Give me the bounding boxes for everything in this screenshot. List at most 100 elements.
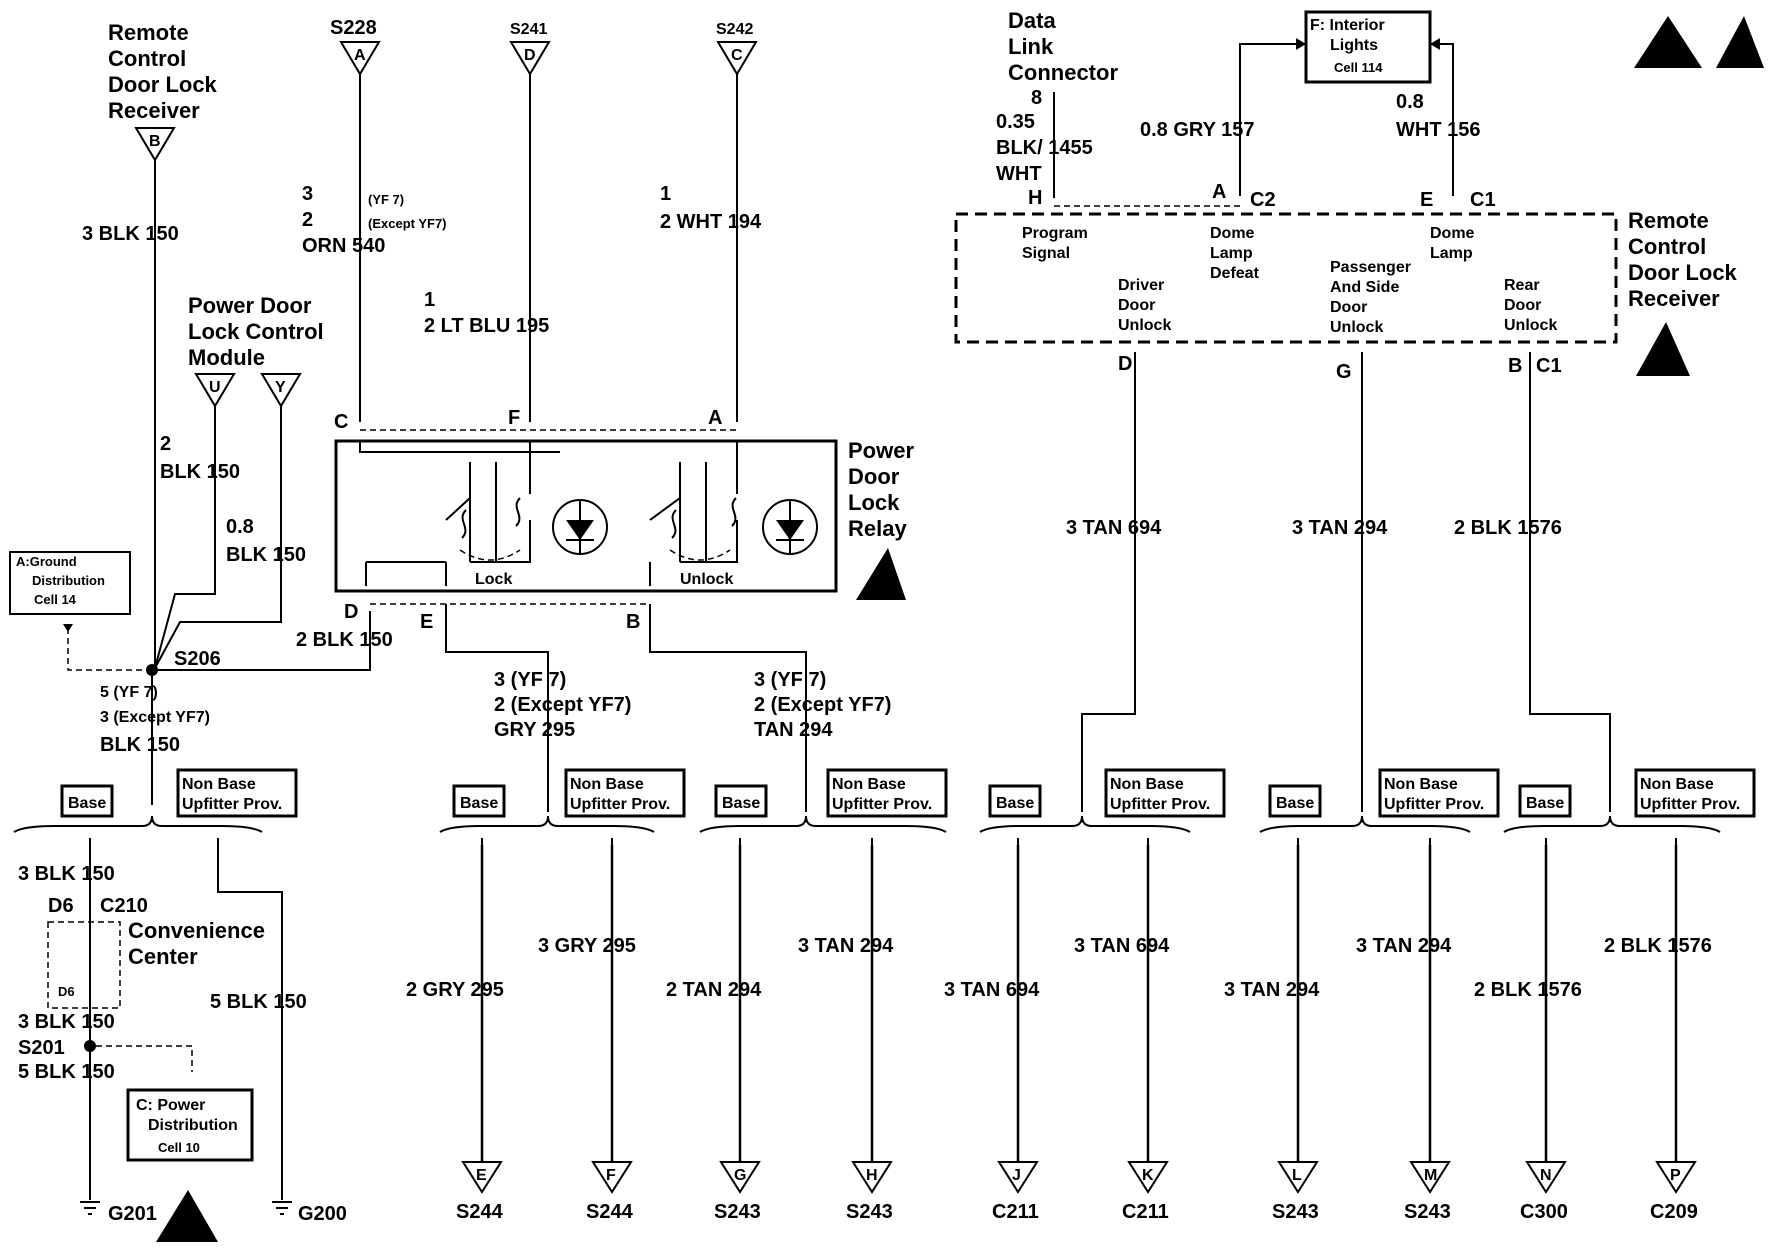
wire-pdlcm-u [154,406,216,669]
wire-label: 3 (YF 7) [494,669,566,691]
function-label: Unlock [1504,317,1557,334]
wire-label: 3 TAN 694 [1074,935,1170,957]
convenience-center-box [47,921,121,1009]
connector-triangle [339,41,381,76]
diode-icon [776,500,804,554]
relay-title: Relay [848,516,907,541]
wire-label: 3 TAN 294 [1292,517,1388,539]
coil-icon [461,509,467,539]
pin-label: D [1118,353,1132,375]
relay-pin-b: B [626,611,640,633]
relay-link [669,549,731,561]
bracket-stub [1017,838,1149,845]
connector-triangle [1655,1161,1697,1194]
pin-label: H [1028,187,1042,209]
wire-label: WHT 156 [1396,119,1480,141]
splice-s242: S242 C [716,21,758,76]
terminal-name: C209 [1650,1201,1698,1223]
terminal-pin: M [1424,1167,1437,1184]
function-label: Program [1022,225,1088,242]
nonbase-label: Non Base [1640,776,1714,793]
function-label: Lamp [1430,245,1473,262]
wire-label: 0.8 GRY 157 [1140,119,1255,141]
pin-label: C1 [1536,355,1562,377]
wire-label: BLK 150 [226,544,306,566]
relay-pin-d: D [344,601,358,623]
relay-internal [365,562,651,586]
base-box [1518,784,1572,818]
wire-wht156 [1440,43,1454,196]
nonbase-label: Non Base [832,776,906,793]
dashed-ground-link [67,628,150,671]
pdlcm: Power Door Lock Control Module U Y [188,293,324,408]
dashed-power-link [96,1045,193,1072]
wire-label: BLK 150 [160,461,240,483]
ground-icon [272,1201,292,1215]
pin-label: E [1420,189,1433,211]
rcdl-dashed-box [954,212,1618,344]
terminal-name: S244 [456,1201,504,1223]
function-label: And Side [1330,279,1399,296]
wire-label: 2 [302,209,313,231]
wire-label: 0.35 [996,111,1035,133]
wire-label: TAN 294 [754,719,833,741]
wire-label: BLK/ 1455 [996,137,1093,159]
wire-label: 5 (YF 7) [100,684,158,701]
terminal-pin: E [476,1167,487,1184]
wire-gry295 [445,604,549,812]
splice-dot [84,1040,96,1052]
connector-label: C210 [100,895,148,917]
connector-triangle [1277,1161,1319,1194]
connector-triangle [461,1161,503,1194]
splice-s206-label: S206 [174,648,221,670]
terminal-pin: P [1670,1167,1681,1184]
coil-icon [515,497,521,527]
ground-icon [80,1201,100,1215]
function-label: Door [1504,297,1541,314]
connector-triangle [1525,1161,1567,1194]
connector-triangle [591,1161,633,1194]
wire-label: 3 TAN 294 [798,935,894,957]
connector-triangle [1409,1161,1451,1194]
function-label: Dome [1430,225,1475,242]
function-label: Rear [1504,277,1540,294]
bracket-stub [1545,838,1677,845]
rcdl-right-title: Remote [1628,208,1709,233]
box-text: F: Interior [1310,17,1385,34]
box-text: A:Ground [16,554,77,569]
splice-label: S228 [330,17,377,39]
base-label: Base [722,795,760,812]
pin-label: C1 [1470,189,1496,211]
wire-label: 2 (Except YF7) [754,694,891,716]
option-bracket [699,815,947,833]
pin-label: A [1212,181,1226,203]
esd-warning-icon [1636,322,1690,376]
box-text: Cell 14 [34,592,77,607]
nonbase-box [1104,768,1226,818]
base-label: Base [460,795,498,812]
dlc-title: Link [1008,34,1054,59]
function-label: Passenger [1330,259,1411,276]
base-label: Base [68,795,106,812]
base-label: Base [1526,795,1564,812]
nonbase-box [1378,768,1500,818]
base-box [1268,784,1322,818]
relay-title: Power [848,438,914,463]
relay-title: Door [848,464,900,489]
wire-blk150-g200 [217,845,283,1200]
wire-label: 5 BLK 150 [210,991,307,1013]
relay-box [334,439,838,593]
connector-triangle [509,41,551,76]
dlc-pin: 8 [1031,87,1042,109]
connector-triangle [260,373,302,408]
wire-label: 2 BLK 1576 [1454,517,1562,539]
box-text: C: Power [136,1097,205,1114]
nonbase-label: Non Base [1110,776,1184,793]
relay-pin-c: C [334,411,348,433]
base-box [60,784,114,818]
wire-label: WHT [996,163,1042,185]
box-text: Cell 10 [158,1140,200,1155]
terminal-pin: G [734,1167,746,1184]
